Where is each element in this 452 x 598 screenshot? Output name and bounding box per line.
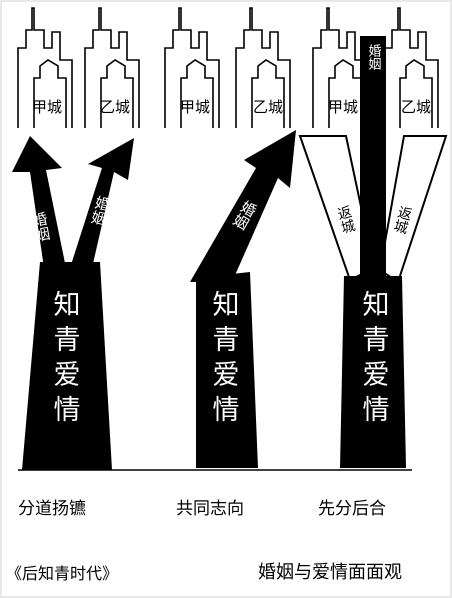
left-branch-label: 婚姻 bbox=[29, 210, 52, 243]
trunk-label: 知青爱情 bbox=[49, 290, 81, 430]
love-trunk bbox=[22, 262, 112, 470]
city-a-label: 甲城 bbox=[180, 98, 210, 116]
panel-3-caption: 先分后合 bbox=[318, 499, 386, 519]
city-b-label: 乙城 bbox=[100, 98, 130, 116]
marriage-arrow bbox=[190, 130, 296, 282]
panel-1-diverge bbox=[12, 7, 140, 470]
city-a-label: 甲城 bbox=[32, 98, 62, 116]
right-marriage-arrow bbox=[70, 138, 134, 268]
center-marriage-bar bbox=[360, 36, 386, 282]
left-return-label: 返城 bbox=[334, 204, 357, 236]
footer-title: 婚姻与爱情面面观 bbox=[258, 562, 402, 583]
city-b-label: 乙城 bbox=[253, 98, 283, 116]
city-b-label: 乙城 bbox=[401, 98, 431, 116]
city-a-label: 甲城 bbox=[328, 98, 358, 116]
trunk-label: 知青爱情 bbox=[358, 290, 390, 430]
panel-2-caption: 共同志向 bbox=[176, 499, 244, 519]
right-return-label: 返城 bbox=[390, 204, 413, 237]
panel-1-caption: 分道扬镳 bbox=[18, 499, 86, 519]
panel-2-shared bbox=[164, 7, 296, 468]
love-trunk bbox=[196, 272, 258, 468]
center-marriage-label: 婚姻 bbox=[366, 44, 382, 70]
trunk-label: 知青爱情 bbox=[208, 290, 240, 430]
right-branch-label: 婚姻 bbox=[88, 194, 113, 228]
love-trunk bbox=[340, 276, 406, 468]
panel-3-reunite bbox=[298, 7, 448, 468]
left-marriage-arrow bbox=[12, 136, 66, 268]
footer-source: 《后知青时代》 bbox=[6, 564, 119, 583]
